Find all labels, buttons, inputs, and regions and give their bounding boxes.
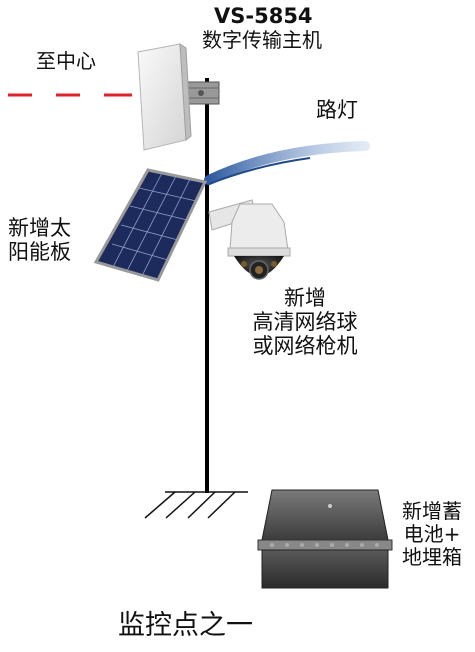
camera-label-line-2: 高清网络球 xyxy=(252,310,358,335)
camera-label: 新增 高清网络球 或网络枪机 xyxy=(240,286,370,358)
battery-label: 新增蓄 电池+ 地埋箱 xyxy=(392,500,472,569)
device-name-label: 数字传输主机 xyxy=(202,28,322,52)
device-model-label: VS-5854 xyxy=(214,4,313,28)
camera-label-line-3: 或网络枪机 xyxy=(252,334,358,359)
streetlight-label: 路灯 xyxy=(316,98,358,122)
camera-label-line-1: 新增 xyxy=(284,286,326,310)
battery-label-line-2: 电池+ xyxy=(403,522,461,546)
link-to-center-label: 至中心 xyxy=(36,49,96,73)
solar-panel xyxy=(93,168,208,282)
solar-panel-label-line-1: 新增太 xyxy=(8,216,71,240)
battery-label-line-3: 地埋箱 xyxy=(402,545,462,569)
solar-panel-label-line-2: 阳能板 xyxy=(8,240,71,265)
antenna-bracket xyxy=(182,81,220,105)
caption: 监控点之一 xyxy=(118,610,253,641)
panel-antenna xyxy=(137,43,192,151)
solar-panel-label: 新增太 阳能板 xyxy=(8,216,71,264)
street-lamp xyxy=(204,141,370,185)
battery-label-line-1: 新增蓄 xyxy=(402,499,462,523)
ground-symbol xyxy=(144,491,248,519)
battery-box xyxy=(257,489,393,589)
dome-camera xyxy=(227,203,291,280)
